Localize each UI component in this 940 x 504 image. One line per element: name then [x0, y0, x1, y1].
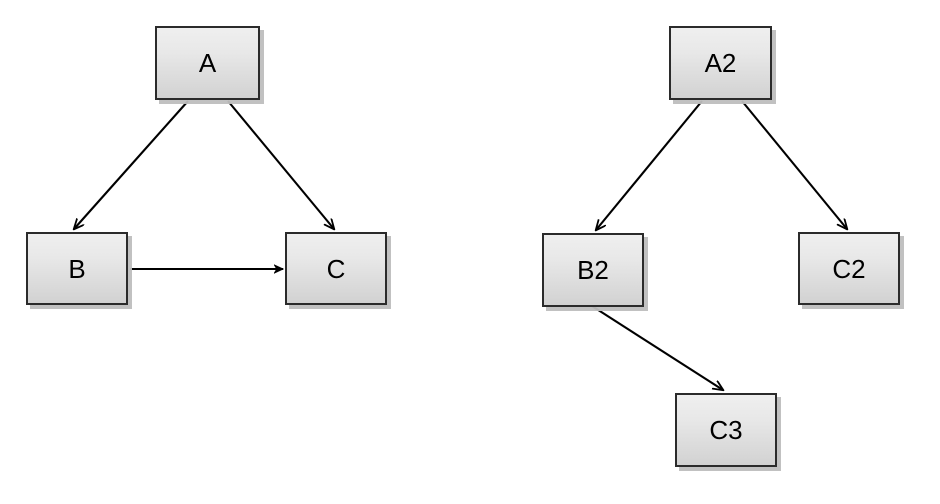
- node-c3-label: C3: [709, 415, 743, 445]
- node-a2-label: A2: [704, 48, 737, 78]
- node-b2[interactable]: B2: [542, 233, 644, 307]
- edge-a-to-b: [74, 100, 189, 229]
- node-a2[interactable]: A2: [669, 26, 772, 100]
- node-c3[interactable]: C3: [675, 393, 777, 467]
- edge-a2-to-b2: [596, 100, 703, 230]
- edge-a2-to-c2: [741, 100, 847, 229]
- node-c-label: C: [326, 253, 346, 284]
- node-a-label: A: [198, 48, 217, 78]
- node-c[interactable]: C: [285, 232, 387, 305]
- node-c2[interactable]: C2: [798, 232, 900, 305]
- node-c2-label: C2: [832, 253, 866, 284]
- node-b2-label: B2: [577, 255, 609, 285]
- node-a[interactable]: A: [155, 26, 260, 100]
- edge-a-to-c: [227, 100, 334, 229]
- edge-b2-to-c3: [591, 305, 723, 390]
- node-b-label: B: [68, 253, 86, 284]
- node-b[interactable]: B: [26, 232, 128, 305]
